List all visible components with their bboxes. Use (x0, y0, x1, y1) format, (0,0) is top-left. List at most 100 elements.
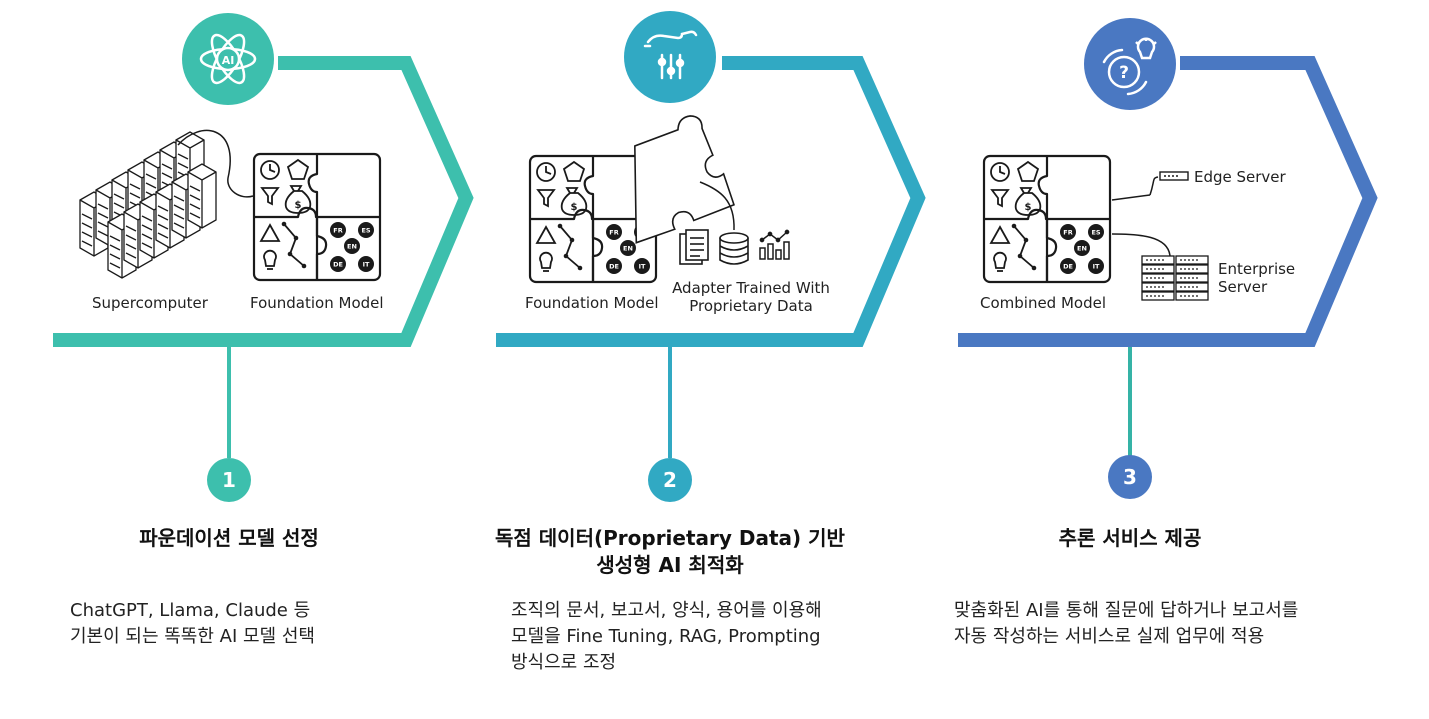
clock-icon (260, 160, 280, 180)
server-unit (1141, 273, 1175, 283)
language-badge-it: IT (634, 258, 650, 274)
adapter-label-line-2: Proprietary Data (689, 297, 813, 315)
server-unit (1175, 255, 1209, 265)
step-number-3: 3 (1123, 465, 1137, 489)
network-icon (281, 221, 307, 269)
step-2-desc-line-2: 모델을 Fine Tuning, RAG, Prompting (511, 626, 821, 647)
step-1-desc-line-1: ChatGPT, Llama, Claude 등 (70, 600, 311, 621)
analytics-chart-icon (759, 229, 790, 260)
money-bag-icon: $ (560, 187, 588, 216)
step-1-title: 파운데이션 모델 선정 (79, 525, 379, 552)
step-3-title-line: 추론 서비스 제공 (1058, 526, 1202, 550)
edge-server-icon (1159, 171, 1189, 181)
money-bag-icon: $ (1014, 187, 1042, 216)
step-number-2: 2 (663, 468, 677, 492)
clock-icon (990, 162, 1010, 182)
clock-icon (536, 162, 556, 182)
pentagon-icon (1016, 160, 1040, 182)
svg-text:EN: EN (1077, 245, 1087, 253)
network-icon (1011, 223, 1037, 271)
pentagon-icon (562, 160, 586, 182)
language-badge-en: EN (620, 240, 636, 256)
language-badge-it: IT (1088, 258, 1104, 274)
svg-text:EN: EN (623, 245, 633, 253)
svg-text:DE: DE (1063, 263, 1073, 271)
language-badge-es: ES (1088, 224, 1104, 240)
step-2-title-line-2: 생성형 AI 최적화 (596, 553, 744, 577)
language-badge-fr: FR (1060, 224, 1076, 240)
adapter-label-line-1: Adapter Trained With (672, 279, 830, 297)
svg-text:IT: IT (639, 263, 646, 271)
adapter-puzzle-piece-icon (634, 115, 735, 244)
ai-atom-icon: AI (182, 13, 274, 105)
server-unit (1141, 255, 1175, 265)
enterprise-link-line (1111, 233, 1171, 257)
language-badge-de: DE (606, 258, 622, 274)
svg-text:$: $ (295, 200, 302, 211)
enterprise-server-label-line-1: Enterprise (1218, 260, 1296, 278)
step-2-title-line-1: 독점 데이터(Proprietary Data) 기반 (495, 526, 845, 550)
language-badge-de: DE (1060, 258, 1076, 274)
language-badge-en: EN (1074, 240, 1090, 256)
lightbulb-icon (263, 249, 277, 270)
svg-text:IT: IT (1093, 263, 1100, 271)
adapter-label: Adapter Trained With Proprietary Data (668, 279, 834, 315)
enterprise-server-label-line-2: Server (1218, 278, 1268, 296)
step-3-desc-line-2: 자동 작성하는 서비스로 실제 업무에 적용 (954, 626, 1265, 647)
language-badge-fr: FR (330, 222, 346, 238)
lightbulb-icon (993, 251, 1007, 272)
language-badge-de: DE (330, 256, 346, 272)
svg-text:DE: DE (609, 263, 619, 271)
edge-link-line-2 (1149, 176, 1159, 196)
language-badge-it: IT (358, 256, 374, 272)
combined-model-label: Combined Model (980, 294, 1107, 312)
language-badge-es: ES (358, 222, 374, 238)
network-icon (557, 223, 583, 271)
lightbulb-icon (539, 251, 553, 272)
svg-text:$: $ (571, 202, 578, 213)
chevron-step-2 (496, 56, 926, 347)
server-unit (1175, 273, 1209, 283)
foundation-model-label-2: Foundation Model (525, 294, 659, 312)
svg-text:AI: AI (222, 54, 235, 67)
document-icon (679, 229, 709, 265)
step-2-description: 조직의 문서, 보고서, 양식, 용어를 이용해 모델을 Fine Tuning… (511, 598, 822, 676)
server-unit (1175, 264, 1209, 274)
cable-line (177, 129, 254, 198)
filter-icon (990, 189, 1010, 208)
chevron-step-1 (53, 56, 474, 347)
hand-data-controls-icon (624, 11, 716, 103)
language-badge-en: EN (344, 238, 360, 254)
adapter-link-line (699, 181, 735, 231)
triangle-icon (989, 225, 1011, 244)
svg-text:IT: IT (363, 261, 370, 269)
filter-icon (536, 189, 556, 208)
chevron-step-3 (958, 56, 1378, 347)
step-1-desc-line-2: 기본이 되는 똑똑한 AI 모델 선택 (70, 626, 315, 647)
server-rack (187, 163, 217, 229)
enterprise-server-label: Enterprise Server (1218, 260, 1295, 296)
enterprise-server-icon (1141, 255, 1209, 301)
server-unit (1141, 264, 1175, 274)
step-number-1: 1 (222, 468, 236, 492)
edge-link-line (1111, 194, 1151, 201)
language-badge-fr: FR (606, 224, 622, 240)
triangle-icon (259, 223, 281, 242)
svg-text:FR: FR (609, 229, 618, 237)
svg-text:?: ? (1119, 63, 1129, 83)
foundation-model-label: Foundation Model (250, 294, 384, 312)
step-3-description: 맞춤화된 AI를 통해 질문에 답하거나 보고서를 자동 작성하는 서비스로 실… (954, 598, 1298, 650)
step-3-desc-line-1: 맞춤화된 AI를 통해 질문에 답하거나 보고서를 (954, 600, 1299, 621)
database-icon (719, 232, 749, 265)
pentagon-icon (286, 158, 310, 180)
supercomputer-icon (79, 131, 217, 279)
step-1-title-line: 파운데이션 모델 선정 (139, 526, 319, 550)
step-1-description: ChatGPT, Llama, Claude 등 기본이 되는 똑똑한 AI 모… (70, 598, 315, 650)
server-unit (1141, 282, 1175, 292)
money-bag-icon: $ (284, 185, 312, 214)
step-2-desc-line-1: 조직의 문서, 보고서, 양식, 용어를 이용해 (511, 600, 822, 621)
supercomputer-label: Supercomputer (92, 294, 208, 312)
